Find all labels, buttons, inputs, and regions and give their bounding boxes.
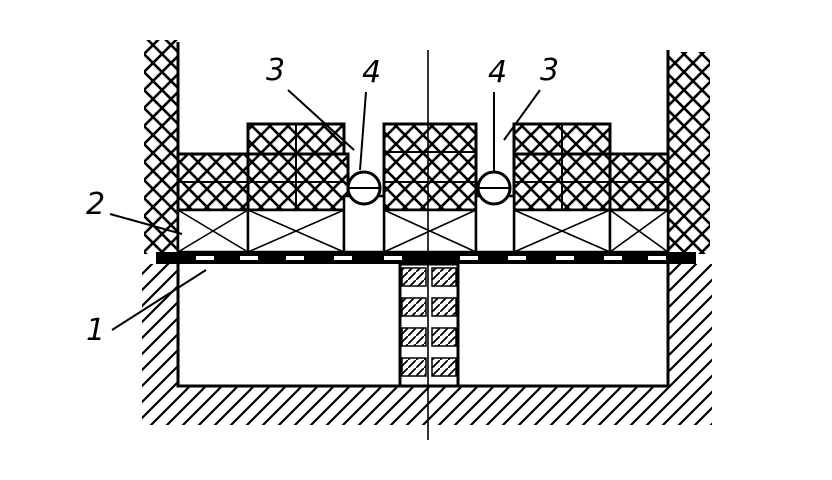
- pallet-1: [176, 208, 250, 254]
- label-2: 2: [86, 187, 105, 222]
- right-wall: [666, 50, 710, 254]
- center-stack: [382, 122, 478, 212]
- right-stack: [512, 122, 670, 212]
- label-3-right: 3: [540, 53, 559, 88]
- right-channel: [474, 170, 516, 254]
- pallet-4: [512, 208, 612, 254]
- label-3-left: 3: [266, 53, 285, 88]
- pallet-5: [608, 208, 670, 254]
- leader-lines: [109, 89, 541, 331]
- left-channel: [342, 170, 386, 254]
- label-4-right: 4: [488, 55, 507, 90]
- support-pier: [398, 262, 460, 388]
- left-stack: [176, 122, 350, 212]
- pallet-3: [382, 208, 478, 254]
- left-wall: [144, 40, 180, 254]
- pallet-2: [246, 208, 346, 254]
- hearth-plate: [156, 252, 696, 264]
- label-4-left: 4: [362, 55, 381, 90]
- pallet-row: [176, 208, 670, 254]
- label-1: 1: [86, 313, 105, 348]
